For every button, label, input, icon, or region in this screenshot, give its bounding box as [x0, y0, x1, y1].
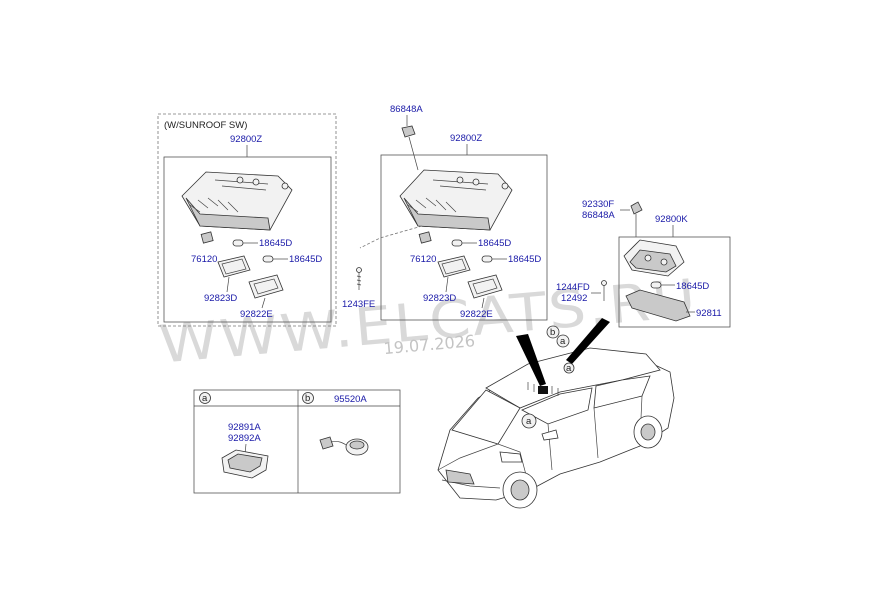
center-lamp-b[interactable] [481, 255, 493, 263]
detail-table-frame [193, 389, 401, 494]
sunroof-inner-box [163, 156, 332, 323]
sunroof-lamp-a[interactable] [232, 239, 244, 247]
center-lens-small-label[interactable]: 92822E [460, 309, 493, 320]
center-lens-large-label[interactable]: 92823D [423, 293, 456, 304]
car-illustration: b a a a [437, 318, 675, 509]
sunroof-lens-small-label[interactable]: 92822E [240, 309, 273, 320]
center-lamp-a[interactable] [451, 239, 463, 247]
sunroof-bulb-holder-label[interactable]: 76120 [191, 254, 217, 265]
detail-sensor[interactable] [319, 436, 369, 456]
sunroof-caption: (W/SUNROOF SW) [164, 120, 247, 131]
center-console-assembly[interactable] [399, 169, 513, 231]
right-lamp[interactable] [650, 281, 662, 289]
detail-marker-a: a [202, 393, 208, 404]
sunroof-lamp-b-label[interactable]: 18645D [289, 254, 322, 265]
center-lens-large[interactable] [437, 255, 471, 278]
car-marker-a-top-circle [556, 334, 570, 348]
car-pointer-wedge-right [566, 318, 610, 364]
sunroof-bulb-holder[interactable] [200, 231, 214, 244]
car-marker-b: b [550, 327, 555, 338]
center-screw-label[interactable]: 1243FE [342, 299, 375, 310]
car-pointer-wedge-left [516, 334, 546, 386]
center-group: 86848A 92800Z 18645D [342, 104, 548, 321]
car-marker-a-top: a [560, 336, 566, 347]
center-clip-label[interactable]: 86848A [390, 104, 423, 115]
sunroof-lamp-a-label[interactable]: 18645D [259, 238, 292, 249]
right-screw-1-label[interactable]: 1244FD [556, 282, 590, 293]
right-screw-2-label[interactable]: 12492 [561, 293, 587, 304]
detail-cell-b: b 95520A [302, 392, 369, 456]
right-group: 92330F 86848A 92800K 18645D 92811 1244FD… [556, 199, 731, 328]
detail-part-95520a-label[interactable]: 95520A [334, 394, 367, 405]
right-clip-1-label[interactable]: 92330F [582, 199, 614, 210]
car-windshield [451, 389, 521, 445]
center-lamp-b-label[interactable]: 18645D [508, 254, 541, 265]
center-bulb-holder-label[interactable]: 76120 [410, 254, 436, 265]
right-lens-label[interactable]: 92811 [696, 308, 722, 319]
sunroof-lamp-b[interactable] [262, 255, 274, 263]
detail-part-92892a-label[interactable]: 92892A [228, 433, 261, 444]
car-marker-a-windshield: a [526, 416, 532, 427]
sunroof-group: (W/SUNROOF SW) 92800Z 18645D 18645D 7612… [157, 113, 337, 327]
center-bulb-holder[interactable] [418, 231, 432, 244]
detail-lamp-housing[interactable] [221, 449, 269, 479]
right-lamp-label[interactable]: 18645D [676, 281, 709, 292]
car-roof [485, 347, 661, 409]
sunroof-lens-large[interactable] [217, 255, 251, 278]
center-lamp-a-label[interactable]: 18645D [478, 238, 511, 249]
sunroof-assembly-label[interactable]: 92800Z [230, 134, 262, 145]
right-clip-2-label[interactable]: 86848A [582, 210, 615, 221]
sunroof-lens-large-label[interactable]: 92823D [204, 293, 237, 304]
car-marker-b-circle [546, 325, 560, 339]
center-clip[interactable] [401, 125, 416, 138]
sunroof-console-assembly[interactable] [181, 171, 293, 231]
right-screw[interactable] [601, 280, 607, 302]
center-lens-small[interactable] [467, 274, 503, 299]
car-marker-a-roof-circle [563, 362, 575, 374]
center-assembly-label[interactable]: 92800Z [450, 133, 482, 144]
right-clip[interactable] [630, 201, 643, 215]
detail-marker-b: b [305, 393, 310, 404]
right-assembly-label[interactable]: 92800K [655, 214, 688, 225]
detail-marker-a-circle [199, 392, 211, 404]
detail-marker-b-circle [302, 392, 314, 404]
detail-part-92891a-label[interactable]: 92891A [228, 422, 261, 433]
center-screw[interactable] [356, 267, 362, 291]
car-marker-a-roof: a [566, 363, 572, 374]
car-marker-a-windshield-circle [521, 413, 537, 429]
right-console-assembly[interactable] [623, 239, 685, 277]
right-lens[interactable] [625, 289, 691, 322]
right-inner-box [618, 236, 731, 328]
sunroof-lens-small[interactable] [248, 274, 284, 299]
detail-table: a 92891A 92892A b 95520A [193, 389, 401, 494]
detail-cell-a: a 92891A 92892A [199, 392, 269, 479]
